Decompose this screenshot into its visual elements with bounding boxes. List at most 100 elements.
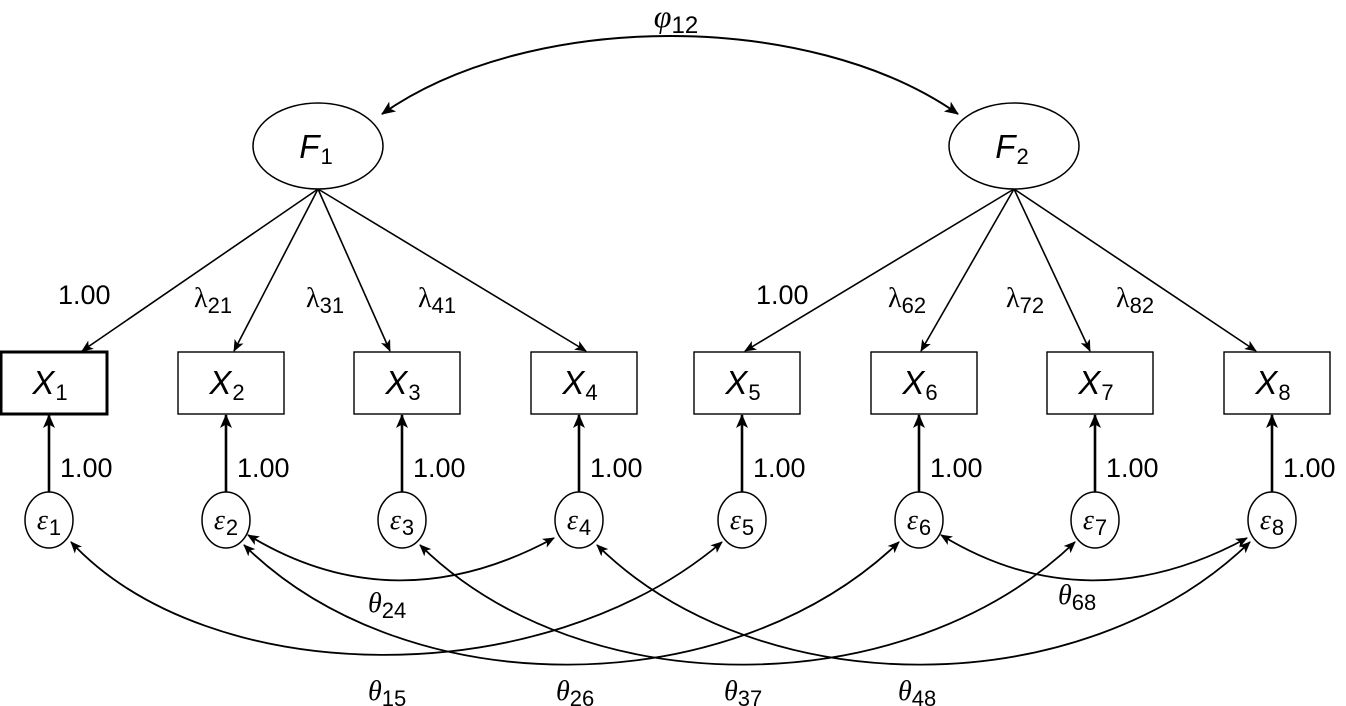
indicator-box-x2 <box>177 351 285 415</box>
label-phi12-subscript: 12 <box>672 12 699 39</box>
indicator-box-x3 <box>353 351 461 415</box>
indicator-label-x5-subscript: 5 <box>748 380 760 405</box>
indicator-box-x7 <box>1046 351 1154 415</box>
error-covariance-label-theta37: θ37 <box>724 676 762 706</box>
indicator-label-x8-base: X <box>1254 364 1279 401</box>
error-path-label-e8: 1.00 <box>1283 453 1336 483</box>
error-node-e8 <box>1247 491 1297 549</box>
error-covariance-arc-theta37 <box>419 541 1076 666</box>
indicator-label-x8: X8 <box>1254 364 1290 405</box>
error-covariance-label-theta68-base: θ <box>1058 580 1072 611</box>
error-node-e7 <box>1070 491 1120 549</box>
error-covariance-label-theta24: θ24 <box>368 588 406 623</box>
indicator-label-x1-base: X <box>31 364 56 401</box>
loading-arrow-x3 <box>317 188 391 352</box>
error-label-e3: ε3 <box>390 505 414 540</box>
indicator-box-x8 <box>1223 351 1331 415</box>
error-label-e4: ε4 <box>567 505 591 540</box>
loading-label-x2: λ21 <box>194 283 232 318</box>
loading-label-x5: 1.00 <box>756 280 809 310</box>
indicator-label-x4-base: X <box>561 364 586 401</box>
loading-label-x3: λ31 <box>306 283 344 318</box>
loading-arrow-x2 <box>233 188 319 352</box>
nodes-layer <box>0 102 1331 549</box>
loading-arrow-x7 <box>1013 188 1091 352</box>
loading-arrow-x1 <box>81 188 319 352</box>
error-covariance-label-theta48-base: θ <box>898 676 912 706</box>
indicator-label-x4-subscript: 4 <box>585 380 597 405</box>
loading-label-x2-base: λ <box>194 283 208 314</box>
loading-label-x8-base: λ <box>1116 283 1130 314</box>
error-covariance-label-theta48: θ48 <box>898 676 936 706</box>
error-covariance-label-theta68: θ68 <box>1058 580 1096 615</box>
error-label-e1-base: ε <box>37 505 48 536</box>
error-covariance-label-theta48-subscript: 48 <box>912 686 936 706</box>
loading-label-x6: λ62 <box>888 283 926 318</box>
indicator-label-x7-base: X <box>1077 364 1102 401</box>
loading-label-x6-subscript: 62 <box>902 293 926 318</box>
error-covariance-label-theta26: θ26 <box>556 676 594 706</box>
error-covariance-label-theta26-base: θ <box>556 676 570 706</box>
indicator-label-x6-subscript: 6 <box>925 380 937 405</box>
error-label-e8-subscript: 8 <box>1272 515 1284 540</box>
factor-label-f1-base: F <box>299 128 321 165</box>
factor-label-f2: F2 <box>995 128 1028 169</box>
loading-label-x7-subscript: 72 <box>1020 293 1044 318</box>
error-node-e6 <box>894 491 944 549</box>
error-path-label-e6: 1.00 <box>930 453 983 483</box>
indicator-label-x6-base: X <box>901 364 926 401</box>
error-label-e2: ε2 <box>214 505 238 540</box>
indicator-label-x2: X2 <box>208 364 244 405</box>
loading-label-x2-subscript: 21 <box>208 293 232 318</box>
loading-label-x6-base: λ <box>888 283 902 314</box>
error-label-e2-subscript: 2 <box>226 515 238 540</box>
error-path-label-e1: 1.00 <box>60 453 113 483</box>
loading-label-x4-subscript: 41 <box>432 293 456 318</box>
error-node-e5 <box>717 491 767 549</box>
factor-label-f2-base: F <box>995 128 1017 165</box>
error-path-label-e5: 1.00 <box>753 453 806 483</box>
error-covariance-label-theta37-subscript: 37 <box>738 686 762 706</box>
loading-label-x8: λ82 <box>1116 283 1154 318</box>
error-covariance-label-theta15-base: θ <box>368 676 382 706</box>
error-node-e3 <box>377 491 427 549</box>
indicator-box-x6 <box>870 351 978 415</box>
error-label-e6-base: ε <box>907 505 918 536</box>
error-label-e6: ε6 <box>907 505 931 540</box>
error-path-label-e4: 1.00 <box>590 453 643 483</box>
error-label-e3-base: ε <box>390 505 401 536</box>
error-label-e8-base: ε <box>1260 505 1271 536</box>
error-covariance-label-theta15-subscript: 15 <box>382 686 406 706</box>
loading-label-x7: λ72 <box>1006 283 1044 318</box>
loading-label-x8-subscript: 82 <box>1130 293 1154 318</box>
indicator-label-x2-base: X <box>208 364 233 401</box>
indicator-label-x1-subscript: 1 <box>55 380 67 405</box>
edges-layer <box>43 35 1278 666</box>
error-covariance-arc-theta26 <box>243 541 900 666</box>
factor-covariance-phi12-arc <box>381 35 959 115</box>
indicator-label-x3-base: X <box>384 364 409 401</box>
error-covariance-label-theta37-base: θ <box>724 676 738 706</box>
factor-node-f1 <box>252 102 384 190</box>
error-covariance-arc-theta48 <box>596 541 1251 666</box>
error-label-e8: ε8 <box>1260 505 1284 540</box>
error-label-e4-base: ε <box>567 505 578 536</box>
indicator-label-x2-subscript: 2 <box>232 380 244 405</box>
label-phi12-base: φ <box>654 0 672 34</box>
loading-label-x4-base: λ <box>418 283 432 314</box>
error-label-e1: ε1 <box>37 505 61 540</box>
error-path-label-e3: 1.00 <box>413 453 466 483</box>
indicator-label-x7: X7 <box>1077 364 1113 405</box>
indicator-box-x5 <box>693 351 801 415</box>
error-path-label-e2: 1.00 <box>237 453 290 483</box>
indicator-box-x1 <box>0 350 109 416</box>
factor-node-f2 <box>948 102 1080 190</box>
error-label-e7: ε7 <box>1083 505 1107 540</box>
error-covariance-label-theta68-subscript: 68 <box>1072 590 1096 615</box>
error-covariance-label-theta24-subscript: 24 <box>382 598 406 623</box>
loading-label-x3-base: λ <box>306 283 320 314</box>
factor-label-f1-subscript: 1 <box>320 144 332 169</box>
indicator-box-x4 <box>530 351 638 415</box>
